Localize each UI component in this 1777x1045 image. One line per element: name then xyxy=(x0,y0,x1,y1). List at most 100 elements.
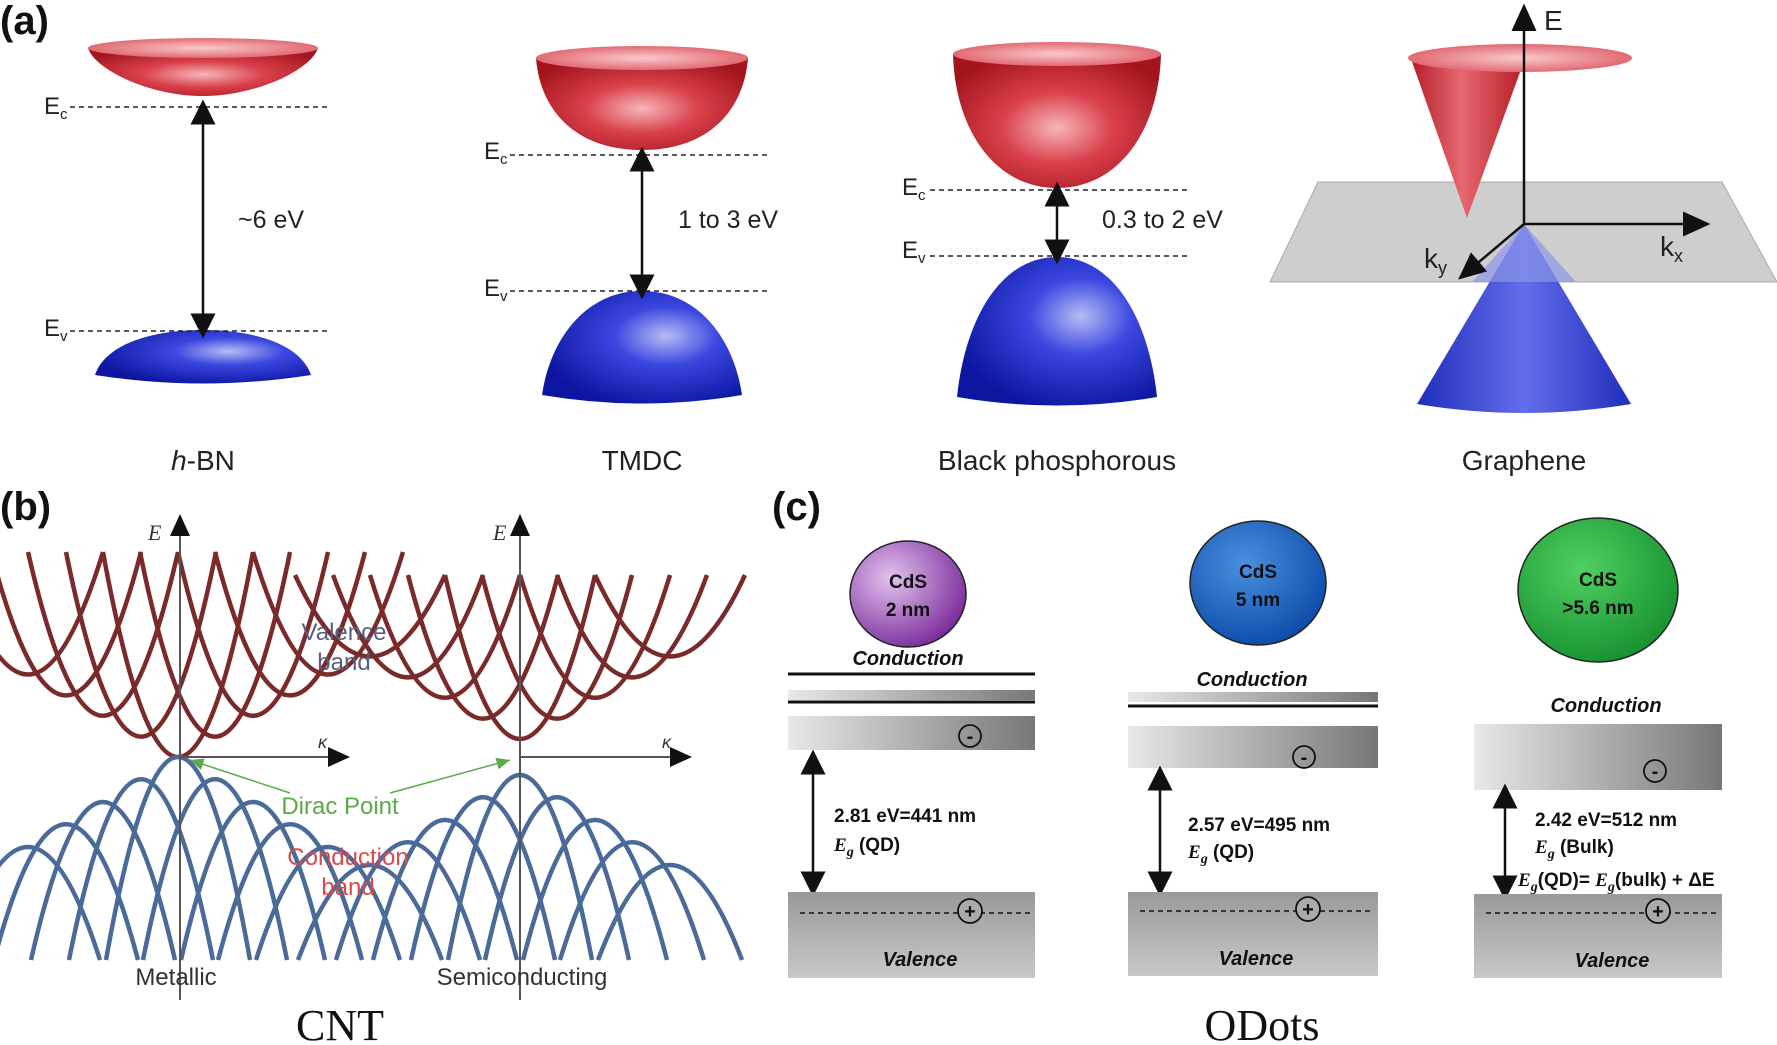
bp-caption: Black phosphorous xyxy=(938,445,1176,476)
graphene-ky-axis xyxy=(1458,223,1525,280)
hbn-ev-label: Ev xyxy=(44,315,68,345)
hbn-ec-label: Ec xyxy=(44,93,68,123)
cnt-lower-band-curve xyxy=(595,862,745,961)
qd-2nm-hole xyxy=(957,898,983,924)
qd-2nm-conduction-band xyxy=(788,716,1035,750)
hbn-gap-label: ~6 eV xyxy=(238,206,304,234)
cnt-upper-band-curve xyxy=(212,551,368,698)
cnt-upper-band-curve xyxy=(63,551,219,739)
cnt-caption: CNT xyxy=(296,1001,384,1045)
qd-56nm-valence-label: Valence xyxy=(1575,950,1650,972)
bp-valence-band xyxy=(957,257,1157,406)
conduction-band-label-2: band xyxy=(321,874,374,901)
tmdc-ev-label: Ev xyxy=(484,275,508,305)
cnt-lower-band-curve xyxy=(103,755,253,961)
qd-2nm-electron xyxy=(958,724,982,748)
hbn-conduction-band xyxy=(88,48,318,96)
qd-56nm-diagram: CdS >5.6 nm Conduction - 2.42 eV=512 nm … xyxy=(1474,517,1722,978)
tmdc-conduction-top xyxy=(536,46,748,70)
cnt-lower-band-curve xyxy=(557,839,707,961)
cnt-lower-band-curve xyxy=(482,795,632,961)
graphene-ky-label: ky xyxy=(1424,243,1447,278)
metallic-e-label: E xyxy=(147,520,162,545)
conduction-band-label-1: Conduction xyxy=(287,844,408,871)
bp-ev-label: Ev xyxy=(902,237,926,267)
qd-5nm-size: 5 nm xyxy=(1236,590,1280,611)
bp-conduction-top xyxy=(953,42,1161,66)
qd-2nm-level-2 xyxy=(788,690,1035,700)
qd-2nm-size: 2 nm xyxy=(886,600,930,621)
graphene-kx-label: kx xyxy=(1660,231,1683,266)
cnt-upper-band-curve xyxy=(554,574,710,680)
qd-5nm-valence-band xyxy=(1128,892,1378,976)
cnt-upper-band-curve xyxy=(175,551,331,718)
qd-5nm-dot xyxy=(1189,520,1327,646)
cnt-lower-band-curve xyxy=(28,799,178,961)
dirac-point-label: Dirac Point xyxy=(281,793,399,820)
graphene-caption: Graphene xyxy=(1462,445,1587,476)
qd-2nm-valence-label: Valence xyxy=(883,949,958,971)
qd-5nm-conduction-label: Conduction xyxy=(1196,669,1307,691)
cnt-upper-band-curve xyxy=(292,574,448,659)
hbn-band-diagram: Ec Ev ~6 eV h-BN xyxy=(44,38,330,476)
qd-2nm-conduction-label: Conduction xyxy=(852,648,963,670)
valence-band-label-1: Valence xyxy=(302,619,387,646)
panel-b-label: (b) xyxy=(0,485,51,529)
cnt-upper-band-curve xyxy=(0,551,144,698)
cnt-semiconducting-diagram: E κ Semiconducting xyxy=(292,514,748,1000)
qd-5nm-valence-label: Valence xyxy=(1219,948,1294,970)
hbn-conduction-top xyxy=(88,38,318,58)
qd-5nm-hole-sign: + xyxy=(1302,899,1314,921)
graphene-conduction-cone xyxy=(1410,56,1525,218)
qd-56nm-material: CdS xyxy=(1579,570,1617,591)
qd-2nm-material: CdS xyxy=(889,572,927,593)
metallic-valence-curves xyxy=(0,551,406,759)
qd-5nm-level-1 xyxy=(1128,692,1378,702)
cnt-lower-band-curve xyxy=(253,844,403,961)
semiconducting-label: Semiconducting xyxy=(437,964,608,991)
semiconducting-k-label: κ xyxy=(662,732,672,752)
odots-caption: ODots xyxy=(1205,1001,1320,1045)
qd-5nm-hole xyxy=(1295,896,1321,922)
qd-5nm-material: CdS xyxy=(1239,562,1277,583)
metallic-label: Metallic xyxy=(135,964,216,991)
qd-5nm-diagram: CdS 5 nm Conduction - 2.57 eV=495 nm Eg … xyxy=(1128,520,1378,976)
tmdc-ec-label: Ec xyxy=(484,138,508,168)
dirac-arrow-right xyxy=(389,757,511,794)
bp-band-diagram: Ec Ev 0.3 to 2 eV Black phosphorous xyxy=(902,42,1223,476)
cnt-upper-band-curve xyxy=(479,574,635,721)
qd-5nm-energy: 2.57 eV=495 nm xyxy=(1188,815,1330,836)
panel-a-label: (a) xyxy=(0,0,49,43)
qd-2nm-energy: 2.81 eV=441 nm xyxy=(834,806,976,827)
qd-56nm-valence-band xyxy=(1474,894,1722,978)
qd-5nm-electron-sign: - xyxy=(1301,747,1308,769)
tmdc-conduction-band xyxy=(536,58,748,150)
graphene-e-label: E xyxy=(1544,5,1563,36)
panel-c-label: (c) xyxy=(772,485,821,529)
qd-5nm-conduction-band xyxy=(1128,726,1378,768)
graphene-valence-cone xyxy=(1417,224,1631,413)
tmdc-band-diagram: Ec Ev 1 to 3 eV TMDC xyxy=(484,46,778,476)
qd-56nm-hole xyxy=(1645,898,1671,924)
qd-56nm-conduction-label: Conduction xyxy=(1550,695,1661,717)
qd-56nm-formula: Eg(QD)= Eg(bulk) + ΔE xyxy=(1517,870,1715,895)
metallic-conduction-curves xyxy=(0,755,403,961)
graphene-valence-cone-faded xyxy=(1472,224,1576,282)
cnt-metallic-diagram: E κ Metallic xyxy=(0,514,406,1000)
dirac-arrow-left xyxy=(189,758,291,794)
hbn-valence-band xyxy=(95,330,311,384)
qd-56nm-dot xyxy=(1517,517,1679,663)
tmdc-caption: TMDC xyxy=(602,445,683,476)
qd-5nm-electron xyxy=(1292,745,1316,769)
qd-56nm-electron-sign: - xyxy=(1652,761,1659,783)
qd-56nm-energy: 2.42 eV=512 nm xyxy=(1535,810,1677,831)
cnt-lower-band-curve xyxy=(66,776,216,961)
qd-2nm-eg: Eg (QD) xyxy=(833,835,900,860)
tmdc-gap-label: 1 to 3 eV xyxy=(678,206,778,234)
graphene-conduction-top xyxy=(1408,44,1632,72)
cnt-upper-band-curve xyxy=(517,574,673,700)
qd-5nm-eg: Eg (QD) xyxy=(1187,842,1254,867)
bp-conduction-band xyxy=(953,54,1161,188)
qd-2nm-hole-sign: + xyxy=(964,901,976,923)
